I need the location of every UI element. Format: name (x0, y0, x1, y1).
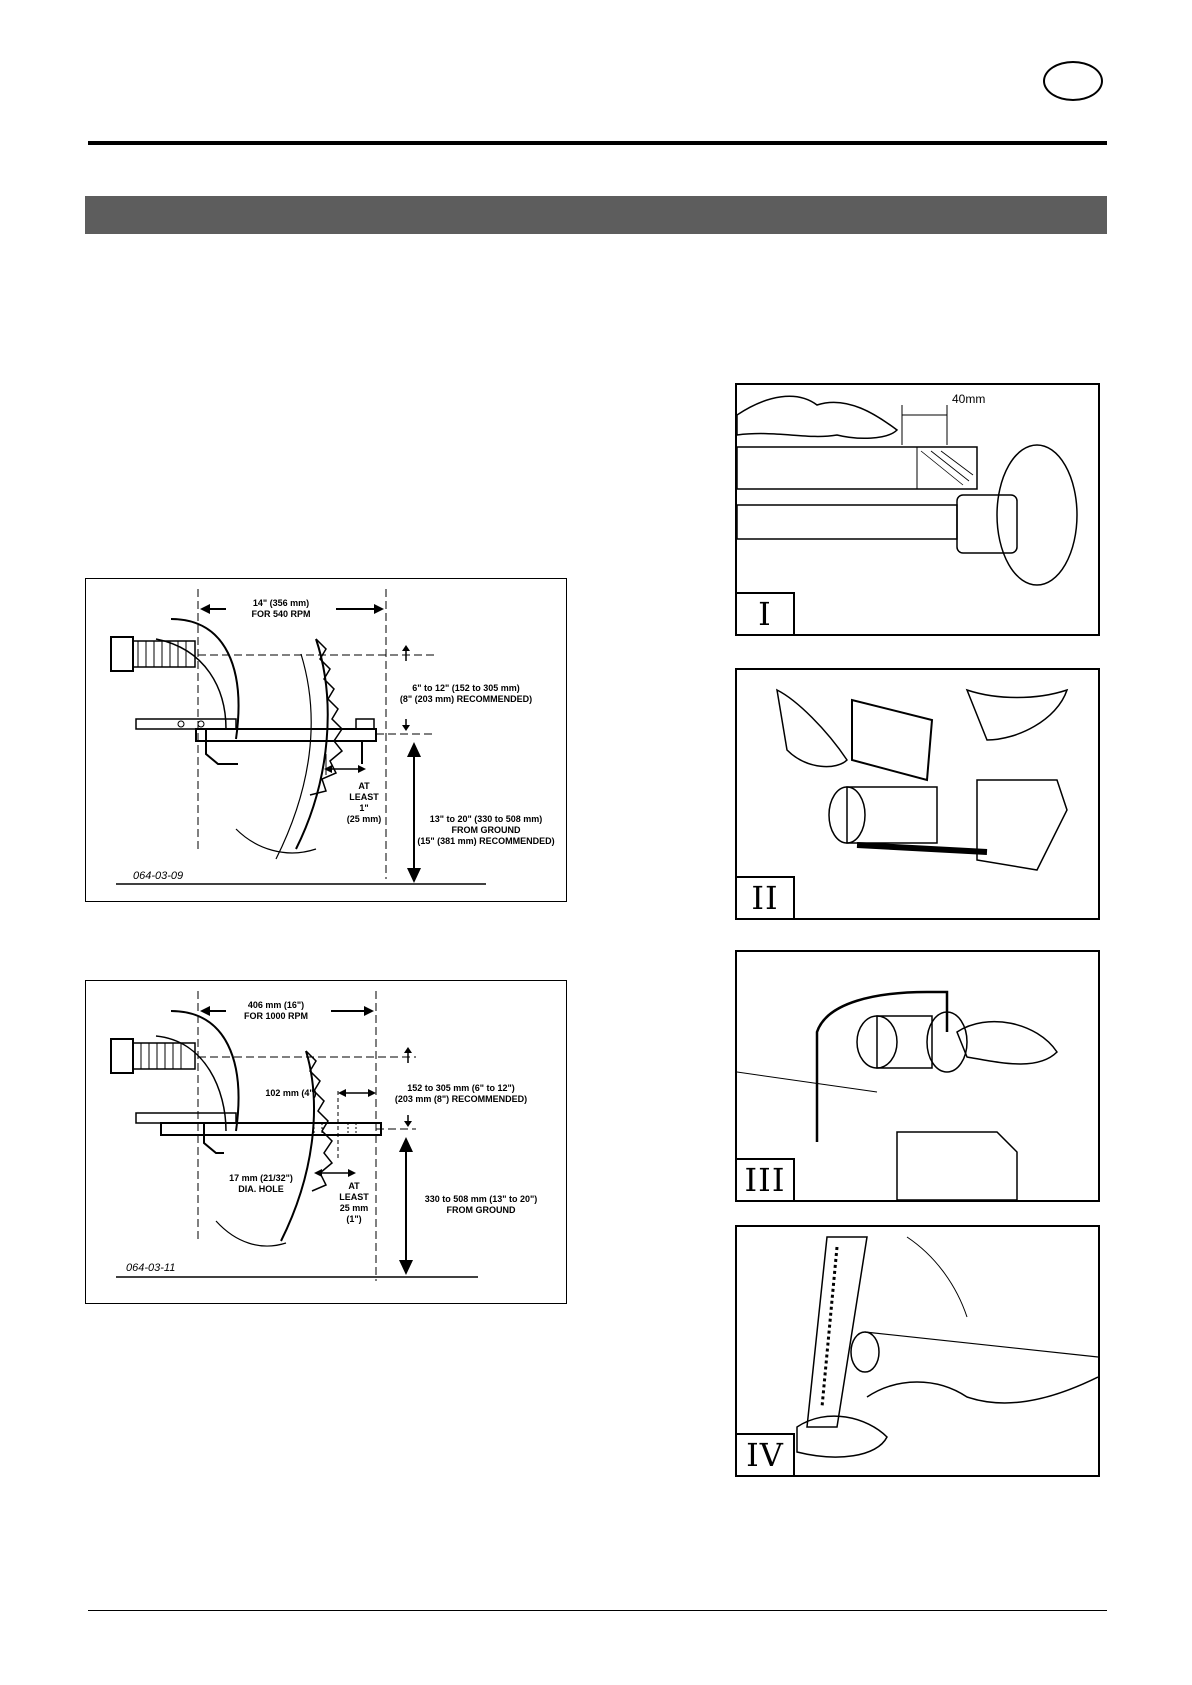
dim-length-line2: FOR 540 RPM (251, 609, 310, 619)
dim-hole-spacing: 102 mm (4") (265, 1088, 316, 1098)
dim-height-line1: 152 to 305 mm (6" to 12") (407, 1083, 515, 1093)
pto-540-drawing: 14" (356 mm) FOR 540 RPM 6" to 12" (152 … (110, 589, 555, 885)
footer-rule (88, 1610, 1107, 1611)
figure-ref: 064-03-11 (126, 1262, 175, 1274)
step-numeral: II (737, 876, 795, 918)
ground-line1: 13" to 20" (330 to 508 mm) (430, 814, 543, 824)
section-title-bar (85, 196, 1107, 234)
step-numeral: III (737, 1158, 795, 1200)
at-least-line4: (1") (346, 1214, 361, 1224)
photo-measure-label: 40mm (952, 392, 985, 406)
pto-1000-drawing: 406 mm (16") FOR 1000 RPM 102 mm (4") 15… (110, 991, 538, 1281)
ground-line2: FROM GROUND (452, 825, 521, 835)
file-deburr-illustration (796, 1236, 1098, 1458)
language-badge (1043, 61, 1103, 101)
measure-cut-illustration: 40mm (737, 392, 1078, 586)
dim-length-line1: 406 mm (16") (248, 1000, 304, 1010)
step-photo-1: 40mm I (735, 383, 1100, 636)
ground-line2: FROM GROUND (447, 1205, 516, 1215)
at-least-line2: LEAST (339, 1192, 369, 1202)
hole-line1: 17 mm (21/32") (229, 1173, 293, 1183)
step-photo-3: III (735, 950, 1100, 1202)
step-numeral: I (737, 592, 795, 634)
ground-line1: 330 to 508 mm (13" to 20") (425, 1194, 538, 1204)
step-photo-2: II (735, 668, 1100, 920)
at-least-line1: AT (348, 1181, 360, 1191)
header-rule (88, 141, 1107, 145)
at-least-line3: 25 mm (340, 1203, 369, 1213)
step-photo-4: IV (735, 1225, 1100, 1477)
pto-540-diagram: 14" (356 mm) FOR 540 RPM 6" to 12" (152 … (85, 578, 567, 902)
dim-height-line1: 6" to 12" (152 to 305 mm) (412, 683, 520, 693)
dim-length-line1: 14" (356 mm) (253, 598, 309, 608)
pto-1000-diagram: 406 mm (16") FOR 1000 RPM 102 mm (4") 15… (85, 980, 567, 1304)
at-least-line2: LEAST (349, 792, 379, 802)
step-numeral: IV (737, 1433, 795, 1475)
dim-height-line2: (203 mm (8") RECOMMENDED) (395, 1094, 527, 1104)
dim-height-line2: (8" (203 mm) RECOMMENDED) (400, 694, 532, 704)
ground-line3: (15" (381 mm) RECOMMENDED) (417, 836, 554, 846)
dim-length-line2: FOR 1000 RPM (244, 1011, 308, 1021)
figure-ref: 064-03-09 (133, 870, 183, 882)
hacksaw-cut-illustration (776, 688, 1069, 871)
at-least-line1: AT (358, 781, 370, 791)
at-least-line3: 1" (359, 803, 368, 813)
tube-cut-illustration (737, 990, 1058, 1200)
hole-line2: DIA. HOLE (238, 1184, 284, 1194)
at-least-line4: (25 mm) (347, 814, 382, 824)
